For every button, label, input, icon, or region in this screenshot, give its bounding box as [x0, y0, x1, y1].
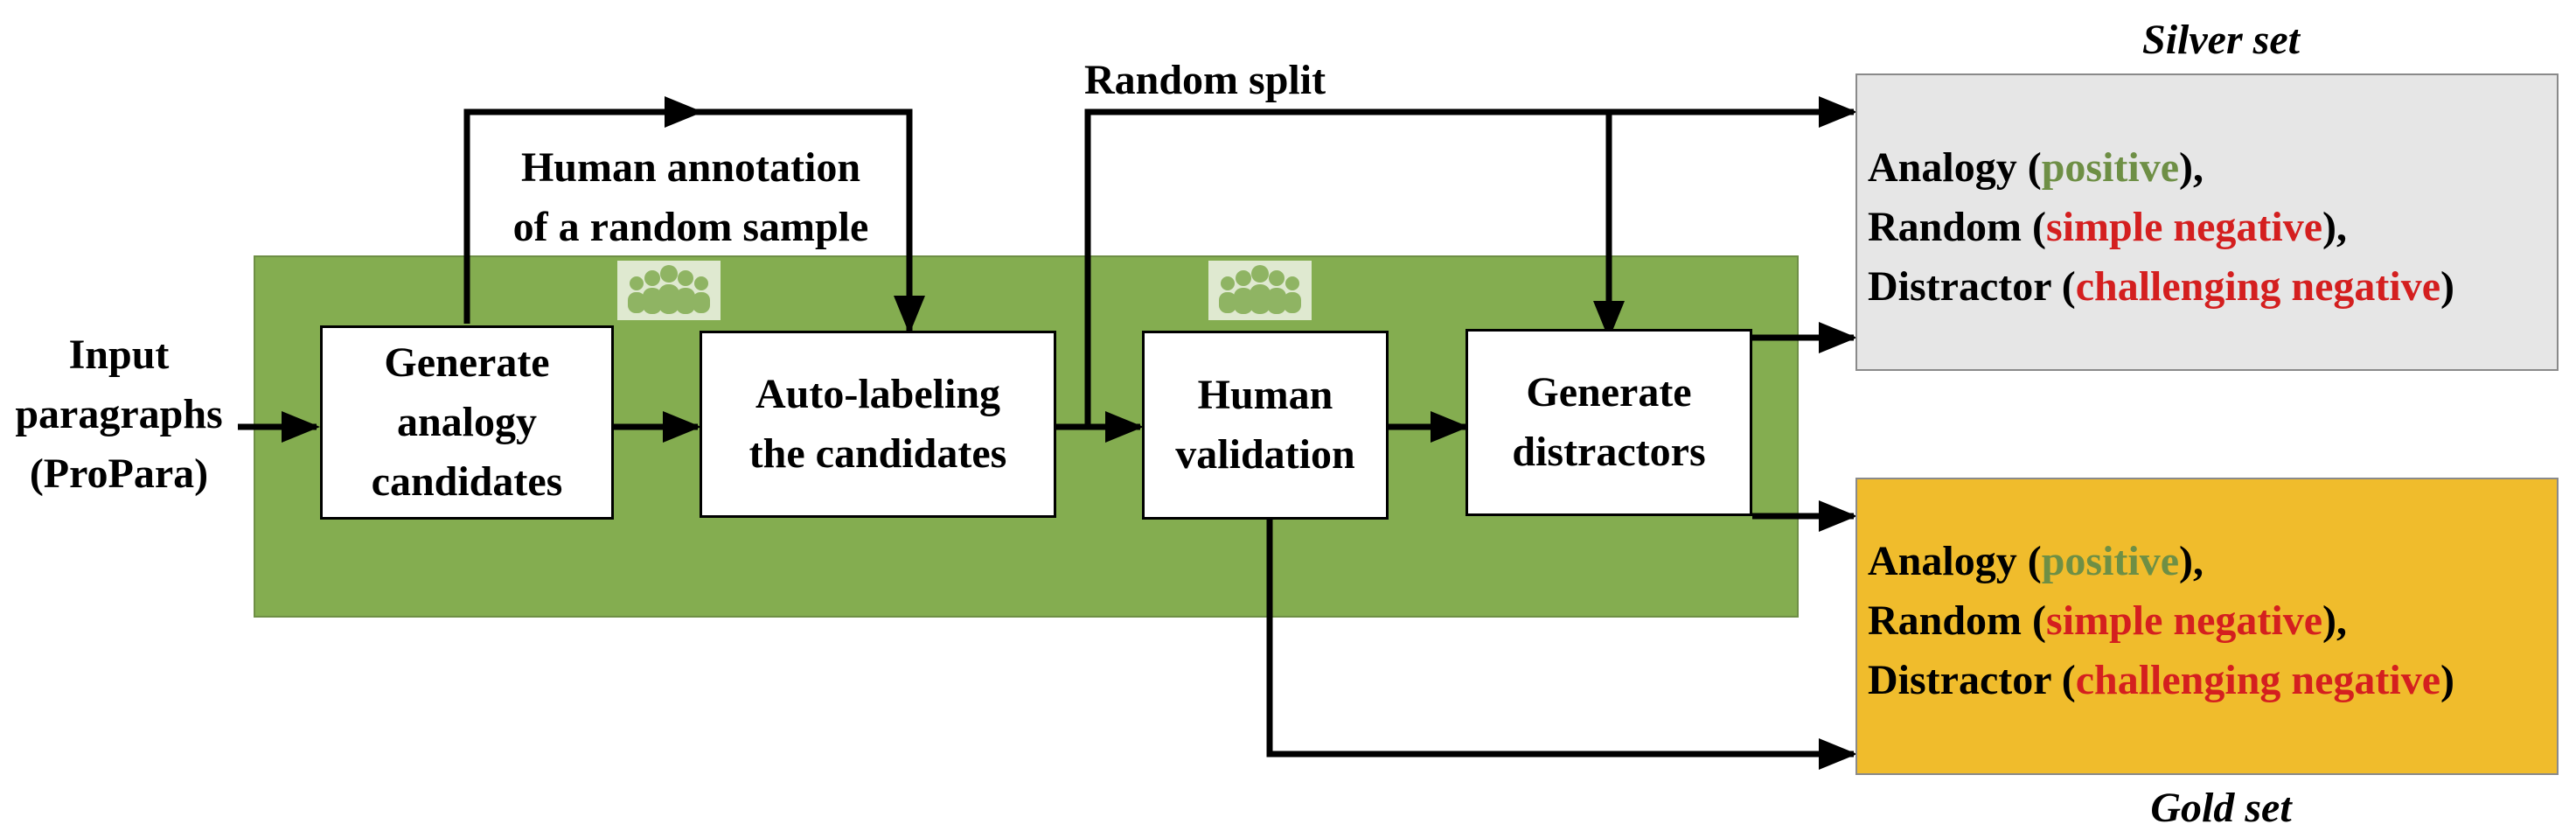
challenging-negative-label: challenging negative	[2075, 657, 2441, 703]
simple-negative-label: simple negative	[2046, 204, 2322, 250]
random-split-label: Random split	[1084, 57, 1326, 103]
generate-distractors-box: Generate distractors	[1466, 329, 1752, 516]
silver-line-distractor: Distractor (challenging negative)	[1868, 263, 2454, 310]
gold-set-title: Gold set	[2150, 785, 2292, 831]
gold-line-random: Random (simple negative),	[1868, 597, 2347, 644]
people-group-icon	[617, 261, 721, 320]
positive-label: positive	[2041, 144, 2180, 191]
arrow-annotation-loop-top	[682, 108, 925, 334]
arrow-annotation-loop-up	[463, 96, 703, 324]
silver-set-title: Silver set	[2142, 17, 2300, 63]
silver-line-analogy: Analogy (positive),	[1868, 144, 2204, 191]
silver-line-random: Random (simple negative),	[1868, 204, 2347, 250]
gold-set-box: Analogy (positive), Random (simple negat…	[1855, 478, 2559, 775]
human-validation-box: Human validation	[1142, 331, 1389, 520]
input-label: Input paragraphs (ProPara)	[15, 332, 223, 498]
challenging-negative-label: challenging negative	[2075, 263, 2441, 310]
human-annotation-label: Human annotation of a random sample	[512, 144, 869, 251]
arrow-random-split	[1084, 96, 1857, 427]
people-group-icon	[1208, 261, 1312, 320]
gold-line-distractor: Distractor (challenging negative)	[1868, 657, 2454, 703]
gold-line-analogy: Analogy (positive),	[1868, 538, 2204, 584]
positive-label: positive	[2041, 538, 2180, 584]
arrow-validation-to-gold	[1266, 520, 1857, 770]
generate-candidates-box: Generate analogy candidates	[320, 325, 614, 520]
simple-negative-label: simple negative	[2046, 597, 2322, 644]
auto-labeling-box: Auto-labeling the candidates	[700, 331, 1056, 518]
silver-set-box: Analogy (positive), Random (simple negat…	[1855, 73, 2559, 371]
